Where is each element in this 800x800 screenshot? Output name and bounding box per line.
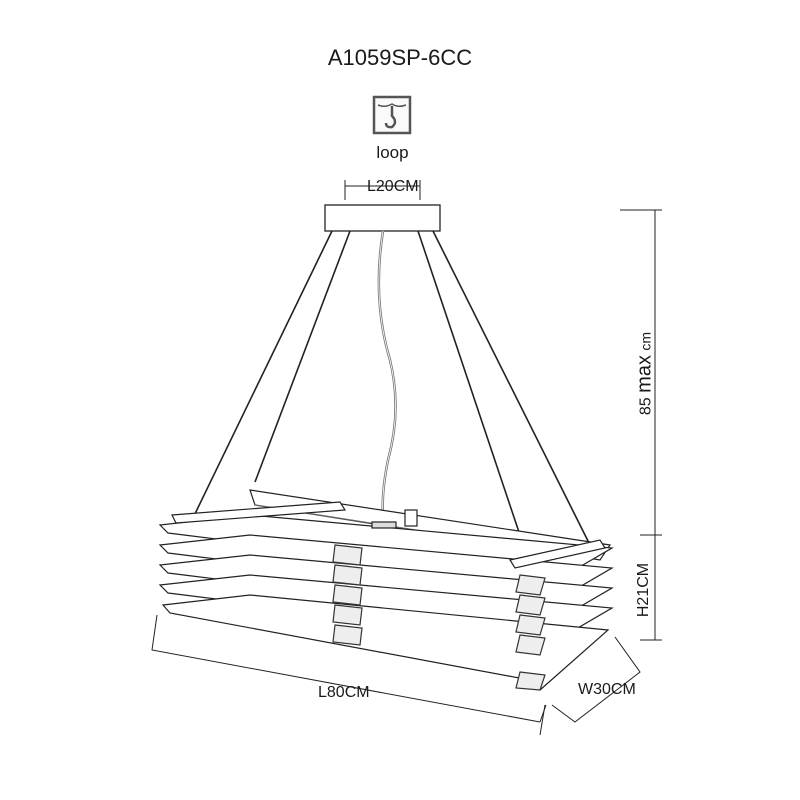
height-label: H21CM (635, 562, 652, 618)
length-dimension-line (151, 614, 547, 736)
height-dimension-line (640, 535, 662, 641)
mount-type-label: loop (376, 143, 409, 162)
model-title: A1059SP-6CC (327, 45, 473, 70)
drop-length-label: 85 max cm (634, 299, 657, 449)
drop-value: 85 (637, 397, 655, 416)
suspension-cords (191, 230, 591, 566)
drop-qualifier: max (633, 355, 656, 393)
canopy-length-label: L20CM (367, 178, 419, 195)
width-dimension-line (551, 636, 641, 723)
power-cable (377, 230, 397, 527)
ceiling-canopy (324, 204, 441, 232)
drop-dimension-line (620, 209, 662, 536)
lamp-body (158, 489, 614, 691)
drop-unit: cm (637, 331, 654, 351)
width-label: W30CM (578, 681, 636, 698)
ceiling-hook-icon (372, 95, 412, 135)
length-label: L80CM (318, 684, 370, 701)
canopy-dimension-line (344, 180, 421, 200)
